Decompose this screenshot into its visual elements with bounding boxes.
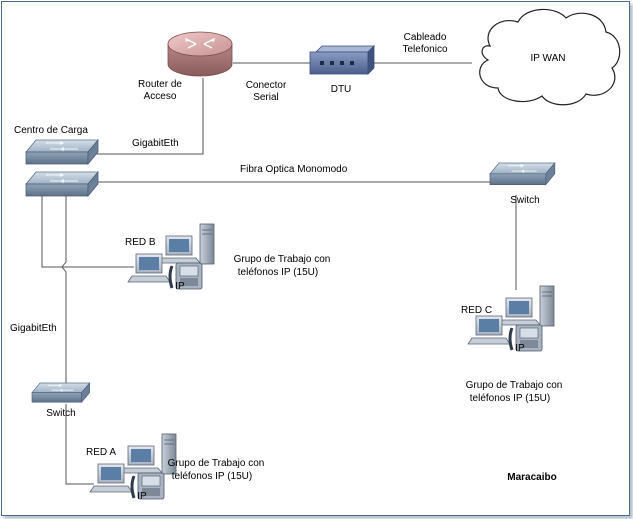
core-switch-bottom-icon: [25, 171, 99, 197]
dtu-label: DTU: [331, 84, 352, 95]
red-a-workgroup-icon: [88, 432, 178, 501]
red-b-label: RED B: [125, 237, 156, 248]
grupo-c-line1: Grupo de Trabajo con: [466, 380, 563, 391]
link-core-redb: [41, 196, 134, 268]
grupo-c-line2: teléfonos IP (15U): [470, 393, 550, 404]
switch-left-label: Switch: [46, 408, 75, 419]
router-icon: [167, 31, 233, 77]
link-router-switch: [96, 78, 204, 155]
ip-wan-label: IP WAN: [530, 53, 565, 64]
core-switch-top-icon: [25, 139, 99, 165]
switch-right-label: Switch: [510, 195, 539, 206]
cableado-label-line1: Cableado: [404, 32, 447, 43]
red-c-label: RED C: [461, 305, 492, 316]
grupo-b-line1: Grupo de Trabajo con: [234, 254, 331, 265]
fibra-label: Fibra Optica Monomodo: [240, 164, 348, 175]
grupo-a-line2: teléfonos IP (15U): [172, 471, 252, 482]
dtu-icon: [309, 45, 375, 75]
router-label-line2: Acceso: [144, 91, 177, 102]
switch-right-icon: [489, 162, 556, 186]
gigabit-left-label: GigabitEth: [10, 323, 57, 334]
red-c-ip-badge: IP: [515, 343, 525, 354]
link-switch-reda: [65, 404, 94, 485]
grupo-a-line1: Grupo de Trabajo con: [168, 458, 265, 469]
cableado-label-line2: Telefonico: [402, 44, 447, 55]
red-a-label: RED A: [86, 447, 116, 458]
ip-wan-cloud-icon: [479, 8, 621, 106]
link-core-switch: [61, 196, 67, 383]
conector-label-line2: Serial: [253, 92, 279, 103]
red-a-ip-badge: IP: [137, 491, 147, 502]
red-b-ip-badge: IP: [175, 281, 185, 292]
red-b-workgroup-icon: [126, 222, 216, 291]
centro-carga-label: Centro de Carga: [14, 125, 88, 136]
router-label-line1: Router de: [138, 79, 182, 90]
grupo-b-line2: teléfonos IP (15U): [238, 267, 318, 278]
gigabit-top-label: GigabitEth: [132, 138, 179, 149]
switch-left-icon: [31, 382, 90, 403]
red-c-workgroup-icon: [466, 284, 556, 353]
maracaibo-label: Maracaibo: [507, 472, 556, 483]
connection-lines: [41, 62, 517, 485]
conector-label-line1: Conector: [246, 80, 287, 91]
